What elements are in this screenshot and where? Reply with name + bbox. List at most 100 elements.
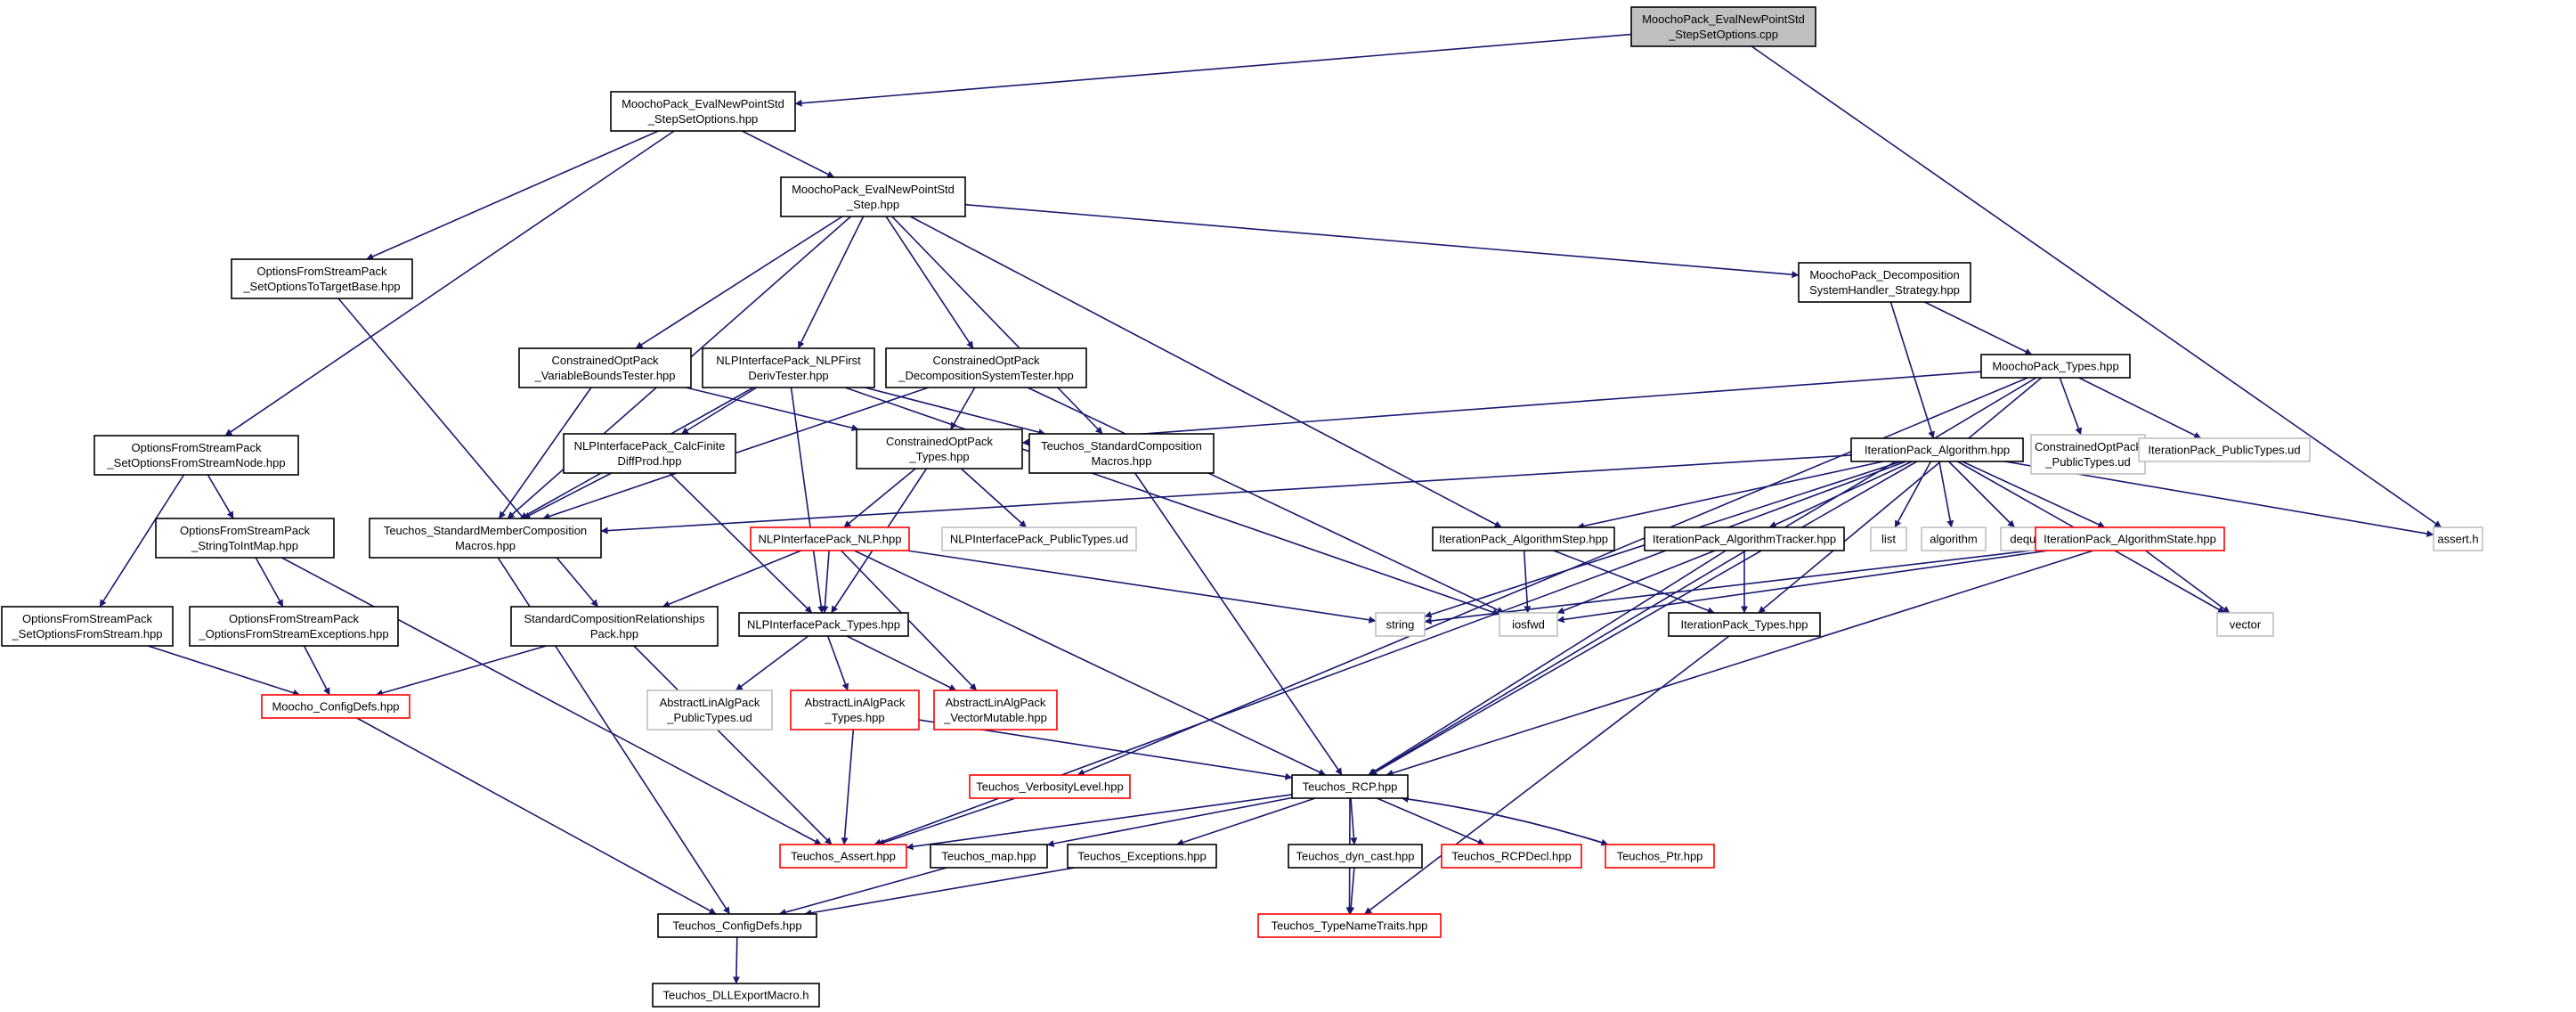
node-decomp-strategy[interactable]: MoochoPack_DecompositionSystemHandler_St… bbox=[1798, 262, 1971, 303]
node-iter-algstate[interactable]: IterationPack_AlgorithmState.hpp bbox=[2035, 526, 2225, 551]
node-t-dllexport[interactable]: Teuchos_DLLExportMacro.h bbox=[652, 983, 820, 1008]
node-step-hpp[interactable]: MoochoPack_EvalNewPointStd_Step.hpp bbox=[780, 176, 966, 217]
edge-moocho_types-to-cop_types bbox=[1021, 371, 1982, 446]
edge-ofs_exceptions-to-moocho_configdefs bbox=[303, 645, 330, 696]
edge-iter_alg-to-iter_algstep bbox=[1577, 461, 1884, 530]
node-decompsystester[interactable]: ConstrainedOptPack_DecompositionSystemTe… bbox=[885, 347, 1087, 388]
node-box bbox=[2433, 526, 2483, 551]
node-label: deque bbox=[2010, 533, 2042, 546]
node-label: NLPInterfacePack_CalcFinite bbox=[574, 439, 726, 453]
edge-step_hpp-to-decompsystester bbox=[885, 216, 974, 349]
node-nlp-hpp[interactable]: NLPInterfacePack_NLP.hpp bbox=[750, 526, 910, 551]
edge-decompsystester-to-cop_types bbox=[950, 387, 976, 430]
node-label: _Types.hpp bbox=[824, 711, 884, 724]
node-label: Teuchos_StandardComposition bbox=[1041, 439, 1202, 453]
node-t-dyncast[interactable]: Teuchos_dyn_cast.hpp bbox=[1288, 844, 1423, 869]
node-assert-h[interactable]: assert.h bbox=[2433, 526, 2483, 551]
node-label: ConstrainedOptPack bbox=[886, 435, 993, 448]
node-t-rcpdecl[interactable]: Teuchos_RCPDecl.hpp bbox=[1441, 844, 1582, 869]
node-cop-types[interactable]: ConstrainedOptPack _Types.hpp bbox=[856, 428, 1023, 469]
node-t-configdefs[interactable]: Teuchos_ConfigDefs.hpp bbox=[657, 913, 817, 938]
node-ala-types[interactable]: AbstractLinAlgPack_Types.hpp bbox=[790, 690, 920, 730]
node-label: _Types.hpp bbox=[908, 450, 969, 463]
node-box bbox=[657, 913, 817, 938]
edge-nlp_types-to-ala_types bbox=[826, 635, 849, 691]
node-box bbox=[1798, 262, 1971, 303]
edge-iter_algstep-to-iter_types bbox=[1553, 550, 1715, 614]
node-ofs-stringtoint[interactable]: OptionsFromStreamPack_StringToIntMap.hpp bbox=[155, 518, 335, 559]
node-iter-types[interactable]: IterationPack_Types.hpp bbox=[1668, 612, 1821, 637]
node-iosfwd[interactable]: iosfwd bbox=[1499, 612, 1558, 637]
node-std-member-macros[interactable]: Teuchos_StandardMemberCompositionMacros.… bbox=[369, 518, 602, 559]
node-label: SystemHandler_Strategy.hpp bbox=[1809, 283, 1960, 297]
edge-moocho_types-to-iter_types bbox=[1758, 377, 2043, 614]
node-label: _VariableBoundsTester.hpp bbox=[533, 369, 675, 382]
edge-step_hpp-to-varbounds bbox=[635, 216, 843, 349]
node-root[interactable]: MoochoPack_EvalNewPointStd_StepSetOption… bbox=[1630, 6, 1816, 47]
node-ofs-setopt[interactable]: OptionsFromStreamPack_SetOptionsFromStre… bbox=[1, 606, 174, 647]
node-t-map[interactable]: Teuchos_map.hpp bbox=[930, 844, 1048, 869]
node-nlp-types[interactable]: NLPInterfacePack_Types.hpp bbox=[738, 612, 909, 637]
node-label: DerivTester.hpp bbox=[748, 369, 828, 382]
node-iter-alg[interactable]: IterationPack_Algorithm.hpp bbox=[1850, 437, 2024, 462]
edge-step_hpp-to-nlpfirst bbox=[797, 216, 865, 349]
node-ala-vecmut[interactable]: AbstractLinAlgPack_VectorMutable.hpp bbox=[933, 690, 1058, 730]
node-t-ptr[interactable]: Teuchos_Ptr.hpp bbox=[1605, 844, 1715, 869]
node-moocho-types[interactable]: MoochoPack_Types.hpp bbox=[1980, 354, 2131, 379]
node-iter-publictypes[interactable]: IterationPack_PublicTypes.ud bbox=[2138, 437, 2311, 462]
edge-t_ptr-to-rcp bbox=[1401, 796, 1609, 845]
edge-moocho_types-to-iter_publictypes bbox=[2078, 377, 2202, 439]
node-list[interactable]: list bbox=[1870, 526, 1907, 551]
node-nlp-publictypes[interactable]: NLPInterfacePack_PublicTypes.ud bbox=[941, 526, 1137, 551]
node-rcp[interactable]: Teuchos_RCP.hpp bbox=[1291, 774, 1409, 799]
node-iter-algtracker[interactable]: IterationPack_AlgorithmTracker.hpp bbox=[1644, 526, 1845, 551]
node-box bbox=[1644, 526, 1845, 551]
node-box bbox=[930, 844, 1048, 869]
node-label: NLPInterfacePack_Types.hpp bbox=[747, 618, 900, 632]
node-stepsetopt-hpp[interactable]: MoochoPack_EvalNewPointStd_StepSetOption… bbox=[610, 91, 796, 132]
edge-iter_alg-to-iter_algtracker bbox=[1768, 461, 1913, 528]
node-label: DiffProd.hpp bbox=[617, 454, 681, 468]
node-box bbox=[1288, 844, 1423, 869]
node-label: NLPInterfacePack_PublicTypes.ud bbox=[950, 533, 1128, 546]
edge-iter_algstate-to-iosfwd bbox=[1556, 550, 2049, 624]
node-label: _StepSetOptions.cpp bbox=[1668, 28, 1778, 41]
node-vector[interactable]: vector bbox=[2216, 612, 2274, 637]
node-varbounds[interactable]: ConstrainedOptPack_VariableBoundsTester.… bbox=[518, 347, 692, 388]
node-ofs-exceptions[interactable]: OptionsFromStreamPack_OptionsFromStreamE… bbox=[189, 606, 399, 647]
node-ofs-settarget[interactable]: OptionsFromStreamPack_SetOptionsToTarget… bbox=[231, 258, 413, 299]
node-box bbox=[189, 606, 399, 647]
edge-nlp_hpp-to-string bbox=[906, 550, 1377, 624]
edge-rcp-to-t_dyncast bbox=[1350, 797, 1358, 845]
node-verbosity[interactable]: Teuchos_VerbosityLevel.hpp bbox=[969, 774, 1131, 799]
edge-ofs_node-to-ofs_stringtoint bbox=[207, 474, 234, 519]
node-algorithm[interactable]: algorithm bbox=[1921, 526, 1987, 551]
node-string[interactable]: string bbox=[1375, 612, 1426, 637]
node-t-exceptions[interactable]: Teuchos_Exceptions.hpp bbox=[1067, 844, 1217, 869]
node-cop-publictypes[interactable]: ConstrainedOptPack_PublicTypes.ud bbox=[2030, 434, 2146, 475]
node-label: Teuchos_Exceptions.hpp bbox=[1077, 850, 1207, 863]
node-t-typenametraits[interactable]: Teuchos_TypeNameTraits.hpp bbox=[1257, 913, 1442, 938]
node-label: AbstractLinAlgPack bbox=[946, 696, 1046, 709]
node-label: IterationPack_Types.hpp bbox=[1680, 618, 1808, 632]
node-label: Teuchos_RCP.hpp bbox=[1303, 780, 1398, 794]
node-box bbox=[885, 347, 1087, 388]
node-label: list bbox=[1881, 533, 1896, 546]
node-ala-publictypes[interactable]: AbstractLinAlgPack_PublicTypes.ud bbox=[646, 690, 773, 730]
node-t-assert[interactable]: Teuchos_Assert.hpp bbox=[779, 844, 907, 869]
edge-nlpfirst-to-nlp_types bbox=[790, 387, 825, 614]
node-label: string bbox=[1386, 618, 1415, 632]
node-box bbox=[518, 347, 692, 388]
node-iter-algstep[interactable]: IterationPack_AlgorithmStep.hpp bbox=[1432, 526, 1615, 551]
edge-varbounds-to-cop_types bbox=[686, 387, 859, 432]
node-box bbox=[2035, 526, 2225, 551]
edge-iter_alg-to-list bbox=[1894, 461, 1932, 528]
node-ofs-node[interactable]: OptionsFromStreamPack_SetOptionsFromStre… bbox=[93, 435, 299, 476]
node-box bbox=[969, 774, 1131, 799]
node-label: _StepSetOptions.hpp bbox=[647, 112, 759, 126]
node-moocho-configdefs[interactable]: Moocho_ConfigDefs.hpp bbox=[261, 694, 410, 719]
